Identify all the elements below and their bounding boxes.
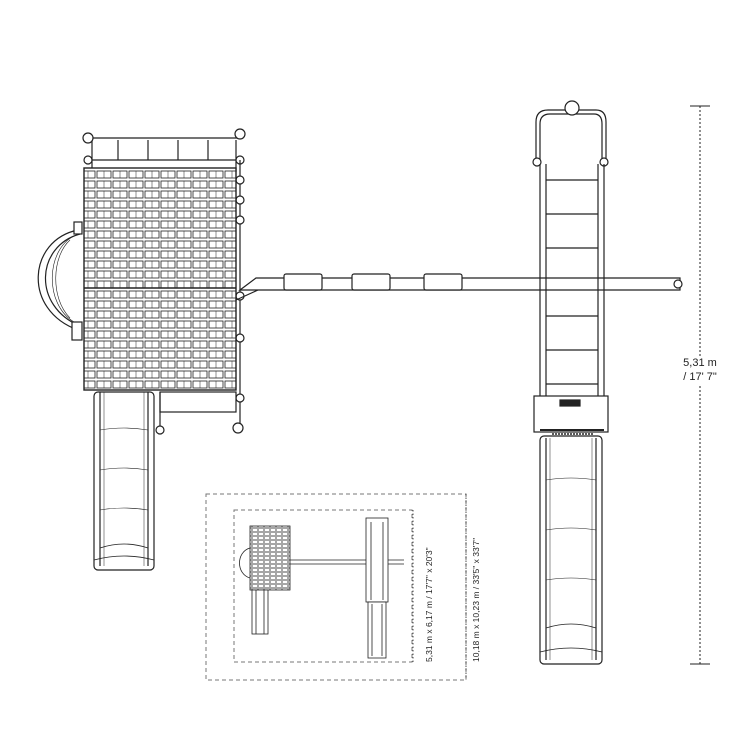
safety-zone-outline [205,493,467,681]
height-metric: 5,31 m [683,357,717,369]
climbing-arc [37,221,83,341]
height-imperial: / 17' 7" [683,371,717,383]
height-dimension-label: 5,31 m / 17' 7" [668,356,732,384]
safety-zone-dimension-label: 10,18 m x 10,23 m / 33'5" x 33'7" [471,535,481,664]
height-dimension-line [690,105,710,665]
inset-diagram [205,493,467,681]
tower-group [37,128,246,571]
swing-beam [235,273,683,301]
footprint-outline [233,509,413,663]
ladder-slide [539,435,603,665]
lower-deck [155,391,237,435]
footprint-dimension-label: 5,31 m x 6,17 m / 17'7" x 20'3" [424,545,434,664]
tower-slide [93,391,155,571]
top-railing [82,128,246,172]
ladder-tower [532,100,609,665]
tower-roof [83,167,237,391]
